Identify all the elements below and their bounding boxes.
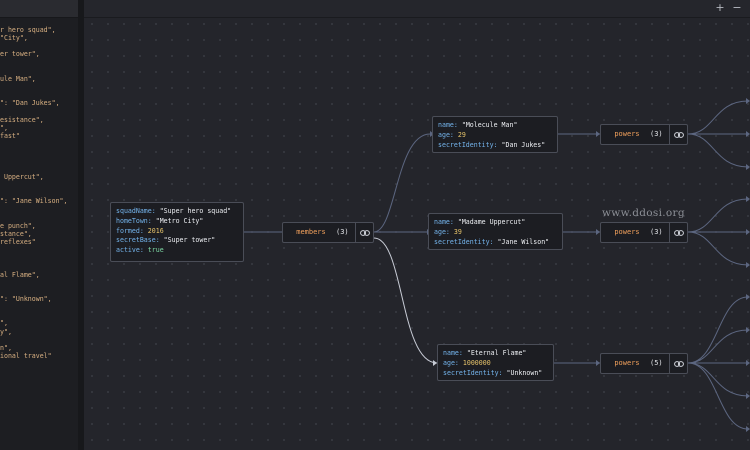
link-icon[interactable]: [669, 125, 687, 144]
edge-members-member-3: [373, 237, 438, 364]
edge-powers-2-a: [687, 198, 749, 233]
powers-count: (5): [650, 359, 663, 367]
code-line: n",: [0, 343, 12, 352]
code-line: er tower",: [0, 50, 40, 59]
code-line: ional travel": [0, 352, 52, 360]
zoom-in-button[interactable]: +: [715, 1, 725, 14]
code-line: y",: [0, 327, 12, 336]
edge-members-member-1: [373, 133, 431, 233]
node-row-active: active: true: [116, 246, 164, 255]
node-row-age: age: 39: [434, 227, 462, 236]
powers-label: powers: [614, 228, 640, 236]
edge-powers-1-a: [687, 100, 749, 135]
code-line: al Flame",: [0, 270, 40, 279]
node-row-secret-identity: secretIdentity: "Dan Jukes": [438, 140, 546, 149]
link-icon[interactable]: [355, 223, 373, 242]
powers-label: powers: [614, 130, 640, 138]
edge-powers-3-a: [687, 296, 749, 364]
code-line: esistance",: [0, 115, 44, 124]
watermark: www.ddosi.org: [602, 207, 685, 219]
member-node-2[interactable]: name: "Madame Uppercut" age: 39 secretId…: [428, 213, 563, 250]
node-row-hometown: homeTown: "Metro City": [116, 216, 204, 225]
code-line: e punch",: [0, 221, 36, 230]
code-line: reflexes": [0, 237, 36, 246]
link-icon[interactable]: [669, 223, 687, 242]
code-line: r hero squad",: [0, 26, 56, 34]
code-editor-panel[interactable]: r hero squad","City", er tower", ule Man",…: [0, 0, 78, 450]
node-row-age: age: 29: [438, 130, 466, 139]
code-line: "City",: [0, 34, 28, 43]
powers-count: (3): [650, 130, 663, 138]
node-row-secretbase: secretBase: "Super tower": [116, 236, 216, 245]
powers-node-2[interactable]: powers (3): [600, 222, 688, 243]
edge-powers-3-b: [687, 329, 749, 364]
node-row-formed: formed: 2016: [116, 226, 164, 235]
edge-arrowhead-highlight: [433, 360, 437, 366]
members-label: members: [296, 228, 326, 236]
canvas-toolbar: + −: [84, 0, 750, 18]
powers-label: powers: [614, 359, 640, 367]
edge-powers-3-d: [687, 362, 749, 397]
code-line: ule Man",: [0, 74, 36, 83]
powers-node-1[interactable]: powers (3): [600, 124, 688, 145]
member-node-3[interactable]: name: "Eternal Flame" age: 1000000 secre…: [437, 344, 554, 381]
members-node[interactable]: members (3): [282, 222, 374, 243]
powers-node-3[interactable]: powers (5): [600, 353, 688, 374]
edge-powers-1-c: [687, 133, 749, 168]
node-row-age: age: 1000000: [443, 358, 491, 367]
edge-powers-2-c: [687, 231, 749, 266]
link-icon[interactable]: [669, 354, 687, 373]
node-row-secret-identity: secretIdentity: "Unknown": [443, 368, 543, 377]
panel-resize-handle[interactable]: [78, 0, 84, 450]
member-node-1[interactable]: name: "Molecule Man" age: 29 secretIdent…: [432, 116, 558, 153]
powers-count: (3): [650, 228, 663, 236]
edge-powers-3-e: [687, 362, 749, 430]
code-line: ",: [0, 123, 8, 132]
editor-tab-bar: [0, 0, 78, 18]
code-line: ": "Jane Wilson",: [0, 197, 68, 206]
node-row-name: name: "Molecule Man": [438, 121, 518, 129]
members-count: (3): [336, 228, 349, 236]
node-row-squadname: squadName: "Super hero squad": [116, 207, 232, 215]
code-line: ": "Unknown",: [0, 294, 52, 303]
code-line: stance",: [0, 229, 32, 238]
graph-edges: [244, 98, 750, 432]
root-node[interactable]: squadName: "Super hero squad" homeTown: …: [110, 202, 244, 262]
code-line: ": "Dan Jukes",: [0, 99, 60, 108]
code-line: Uppercut",: [0, 172, 44, 181]
node-row-name: name: "Eternal Flame": [443, 349, 527, 357]
node-row-name: name: "Madame Uppercut": [434, 218, 526, 226]
zoom-out-button[interactable]: −: [732, 1, 742, 14]
node-row-secret-identity: secretIdentity: "Jane Wilson": [434, 237, 550, 246]
code-line: ",: [0, 319, 8, 328]
code-line: fast": [0, 131, 20, 140]
graph-canvas[interactable]: + −: [84, 0, 750, 450]
